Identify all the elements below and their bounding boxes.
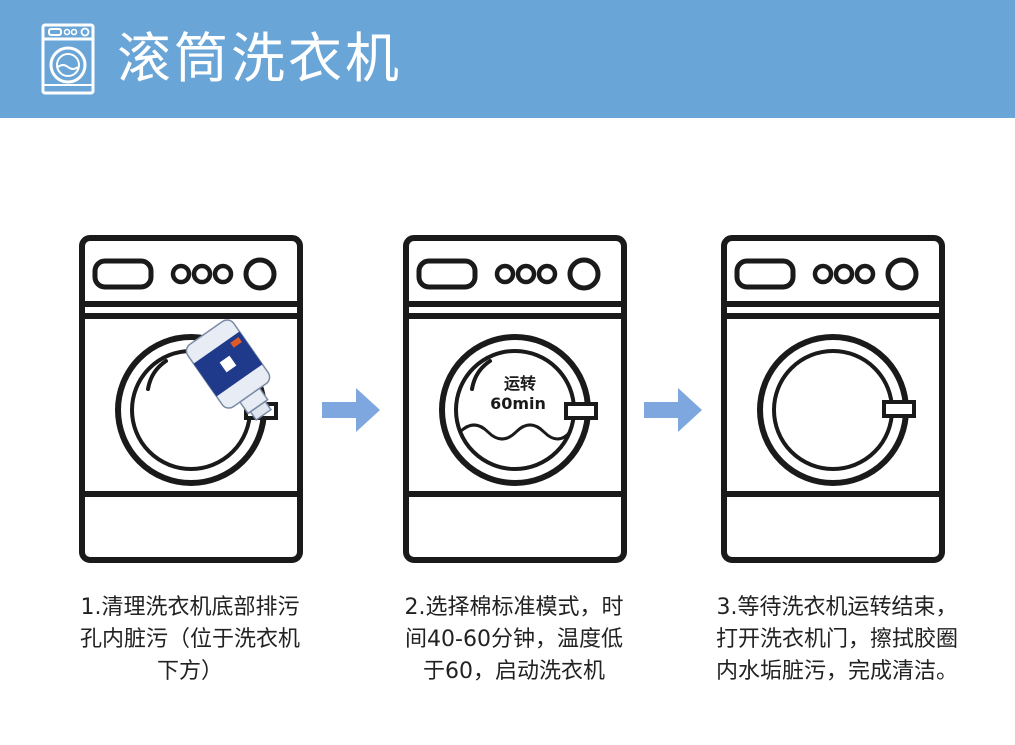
washing-machine-outline-icon [41,23,95,95]
step-3-caption-line: 内水垢脏污，完成清洁。 [715,659,958,684]
right-arrow-icon [322,388,380,432]
step-1-caption-line: 下方） [156,659,223,684]
washing-machine-with-cleaner-bottle-icon [79,235,303,563]
step-2-caption-line: 2.选择棉标准模式，时 [404,595,624,620]
step-2-caption: 2.选择棉标准模式，时 间40-60分钟，温度低 于60，启动洗衣机 [369,592,659,688]
right-arrow-icon [644,388,702,432]
step-3-caption-line: 打开洗衣机门，擦拭胶圈 [715,627,958,652]
step-2-caption-line: 于60，启动洗衣机 [423,659,605,684]
step-2-caption-line: 间40-60分钟，温度低 [405,627,623,652]
step-1-caption-line: 1.清理洗衣机底部排污 [80,595,300,620]
step-3-caption: 3.等待洗衣机运转结束， 打开洗衣机门，擦拭胶圈 内水垢脏污，完成清洁。 [687,592,987,688]
header-banner: 滚筒洗衣机 [0,0,1015,118]
cleaner-bottle-icon [185,319,272,421]
page-title: 滚筒洗衣机 [117,27,402,90]
step-1-caption: 1.清理洗衣机底部排污 孔内脏污（位于洗衣机 下方） [45,592,335,688]
drum-text-line-2: 60min [490,394,546,413]
drum-text-line-1: 运转 [504,374,536,393]
step-1-caption-line: 孔内脏污（位于洗衣机 [79,627,300,652]
step-3-caption-line: 3.等待洗衣机运转结束， [716,595,958,620]
washing-machine-running-icon: 运转 60min [403,235,627,563]
washing-machine-empty-icon [721,235,945,563]
